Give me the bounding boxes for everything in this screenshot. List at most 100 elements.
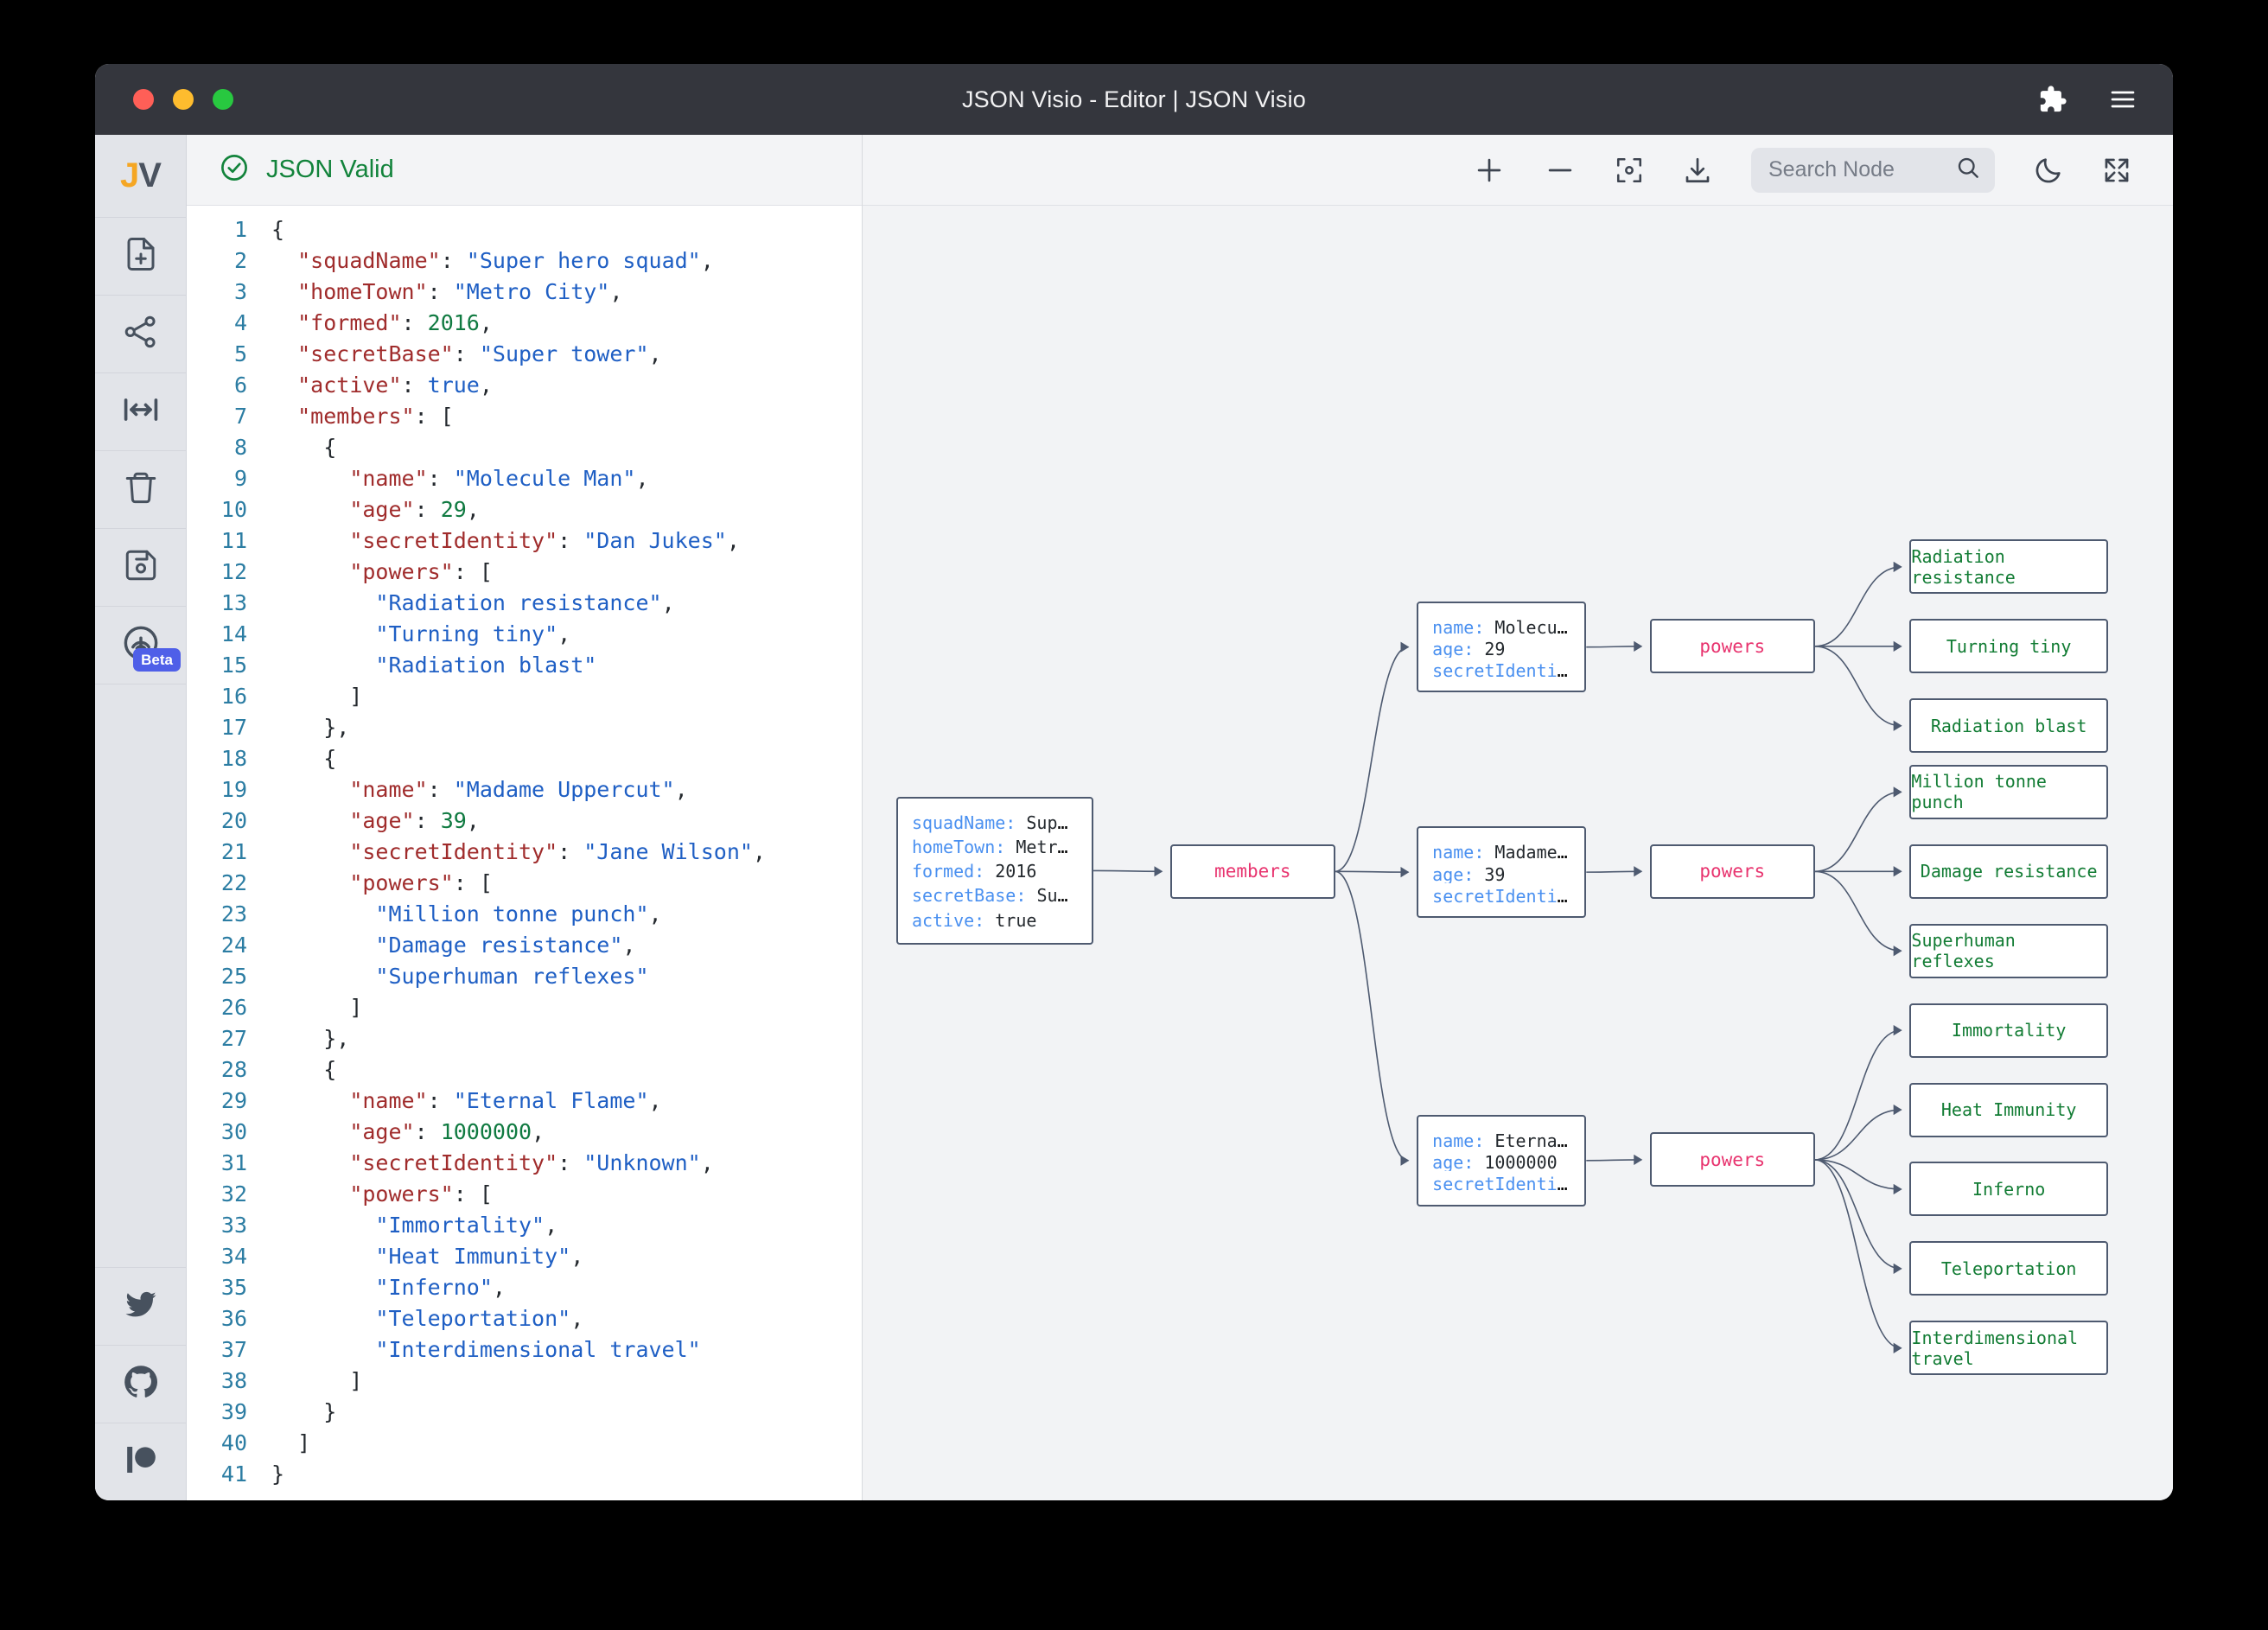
- node-property-row: secretBase: Super tow…: [912, 882, 1078, 907]
- search-node-box[interactable]: [1751, 147, 1995, 193]
- node-label: Radiation blast: [1930, 715, 2087, 736]
- graph-edge: [1335, 871, 1410, 1169]
- logo-text: JV: [120, 156, 162, 195]
- graph-node-object[interactable]: squadName: Super hero…homeTown: Metro Ci…: [895, 797, 1094, 945]
- graph-edge: [1335, 863, 1410, 881]
- code-line: "Heat Immunity",: [375, 1244, 584, 1269]
- sidebar-item-share-graph[interactable]: [95, 296, 186, 373]
- sidebar-item-fit-width[interactable]: [95, 373, 186, 451]
- maximize-button[interactable]: [213, 89, 233, 110]
- code-line: "name": "Molecule Man",: [349, 466, 649, 491]
- code-line: "Immortality",: [375, 1213, 558, 1238]
- graph-node-leaf[interactable]: Damage resistance: [1909, 844, 2108, 899]
- code-line: "age": 29,: [349, 497, 480, 522]
- code-line: {: [271, 217, 285, 242]
- code-content[interactable]: { "squadName": "Super hero squad", "home…: [261, 214, 862, 1500]
- close-button[interactable]: [133, 89, 154, 110]
- line-number: 15: [220, 653, 247, 678]
- graph-node-parent[interactable]: powers: [1649, 844, 1815, 899]
- code-line: }: [271, 1461, 285, 1487]
- code-line: "Inferno",: [375, 1275, 506, 1300]
- graph-node-leaf[interactable]: Radiation blast: [1909, 698, 2108, 754]
- graph-node-leaf[interactable]: Teleportation: [1909, 1241, 2108, 1296]
- graph-canvas[interactable]: squadName: Super hero…homeTown: Metro Ci…: [863, 206, 2173, 1500]
- graph-edge: [1586, 638, 1643, 655]
- zoom-out-icon[interactable]: [1544, 154, 1577, 187]
- titlebar-actions: [2038, 85, 2137, 114]
- node-label: Heat Immunity: [1940, 1099, 2077, 1121]
- graph-node-leaf[interactable]: Heat Immunity: [1909, 1082, 2108, 1137]
- node-property-value: Molecule Man: [1494, 616, 1571, 637]
- moon-icon[interactable]: [2033, 155, 2064, 186]
- line-number: 1: [233, 217, 247, 242]
- line-number: 41: [220, 1461, 247, 1487]
- code-line: "Interdimensional travel": [375, 1337, 701, 1362]
- download-icon[interactable]: [1682, 155, 1713, 186]
- code-line: ]: [271, 684, 363, 709]
- node-property-row: name: Madame Uppercut: [1432, 839, 1570, 861]
- graph-node-leaf[interactable]: Million tonne punch: [1909, 764, 2108, 819]
- graph-edge: [1815, 1160, 1903, 1357]
- hamburger-menu-icon[interactable]: [2109, 86, 2137, 113]
- code-line: "name": "Madame Uppercut",: [349, 777, 688, 802]
- graph-edge: [1815, 558, 1903, 646]
- fullscreen-icon[interactable]: [2102, 156, 2131, 185]
- node-property-key: age:: [1432, 1152, 1485, 1172]
- graph-edge: [1586, 1151, 1643, 1168]
- graph-node-parent[interactable]: members: [1170, 844, 1335, 899]
- sidebar-item-ai-assistant[interactable]: Beta: [95, 607, 186, 684]
- patreon-icon: [124, 1442, 158, 1481]
- node-property-key: active:: [911, 909, 996, 931]
- sidebar-item-new-document[interactable]: [95, 218, 186, 296]
- node-property-value: 1000000: [1484, 1152, 1558, 1172]
- graph-node-leaf[interactable]: Turning tiny: [1909, 619, 2108, 674]
- graph-edge: [1093, 863, 1163, 880]
- graph-node-object[interactable]: name: Eternal Flameage: 1000000secretIde…: [1417, 1115, 1587, 1207]
- node-property-value: Eternal Flame: [1494, 1130, 1570, 1150]
- zoom-in-icon[interactable]: [1473, 154, 1506, 187]
- sidebar-item-clear-document[interactable]: [95, 451, 186, 529]
- node-label: powers: [1699, 861, 1766, 882]
- graph-node-leaf[interactable]: Inferno: [1909, 1162, 2108, 1217]
- window-controls: [133, 89, 233, 110]
- graph-node-leaf[interactable]: Interdimensional travel: [1909, 1321, 2108, 1376]
- sidebar-item-twitter[interactable]: [95, 1267, 186, 1345]
- graph-node-leaf[interactable]: Immortality: [1909, 1003, 2108, 1058]
- trash-icon: [123, 469, 159, 510]
- app-logo[interactable]: JV: [95, 135, 186, 218]
- sidebar-item-patreon[interactable]: [95, 1423, 186, 1500]
- sidebar-item-github[interactable]: [95, 1345, 186, 1423]
- sidebar-item-save-document[interactable]: [95, 529, 186, 607]
- node-property-value: Super tow…: [1036, 885, 1079, 907]
- line-number: 31: [220, 1150, 247, 1175]
- center-view-icon[interactable]: [1615, 156, 1644, 185]
- minimize-button[interactable]: [173, 89, 194, 110]
- search-input[interactable]: [1768, 157, 1946, 182]
- node-label: Immortality: [1951, 1020, 2067, 1041]
- code-line: {: [271, 746, 337, 771]
- graph-node-parent[interactable]: powers: [1649, 619, 1815, 674]
- code-line: "Superhuman reflexes": [375, 964, 649, 989]
- extensions-puzzle-icon[interactable]: [2038, 85, 2067, 114]
- search-icon[interactable]: [1955, 155, 1981, 185]
- graph-node-object[interactable]: name: Madame Uppercutage: 39secretIdenti…: [1417, 826, 1587, 918]
- window-body: JV: [95, 135, 2173, 1500]
- line-number: 14: [220, 621, 247, 646]
- code-line: "Damage resistance",: [375, 933, 636, 958]
- line-number: 23: [220, 901, 247, 926]
- node-label: Radiation resistance: [1911, 545, 2016, 588]
- graph-node-leaf[interactable]: Radiation resistance: [1909, 539, 2108, 595]
- json-status-label: JSON Valid: [266, 156, 394, 183]
- logo-v: V: [138, 156, 162, 194]
- graph-node-object[interactable]: name: Molecule Manage: 29secretIdentity:…: [1417, 601, 1587, 693]
- code-line: "powers": [: [349, 559, 493, 584]
- graph-edge: [1815, 871, 1903, 959]
- line-number: 22: [220, 870, 247, 895]
- node-property-key: secretBase:: [911, 885, 1037, 907]
- graph-node-parent[interactable]: powers: [1649, 1132, 1815, 1187]
- graph-node-leaf[interactable]: Superhuman reflexes: [1909, 923, 2108, 978]
- line-number: 5: [233, 341, 247, 366]
